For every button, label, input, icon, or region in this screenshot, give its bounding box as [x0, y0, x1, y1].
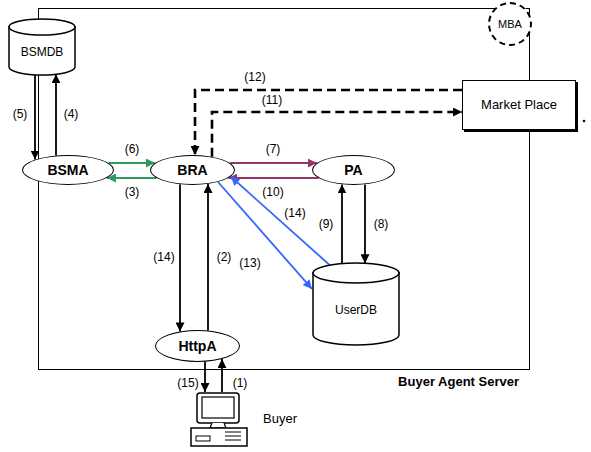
agent-oval: PA — [312, 155, 395, 185]
step-number: (12) — [243, 71, 266, 84]
step-number: (6) — [124, 143, 141, 156]
database-cylinder: UserDB — [312, 262, 400, 346]
message-arrow — [34, 75, 36, 160]
step-number: (11) — [261, 94, 283, 107]
step-number: (8) — [373, 218, 390, 231]
mobile-agent-circle: MBA — [488, 2, 532, 46]
step-number: (9) — [318, 218, 335, 231]
node-label: Buyer — [263, 412, 297, 427]
agent-oval: BRA — [150, 155, 235, 185]
message-arrow — [231, 177, 330, 265]
buyer-computer: Buyer — [185, 392, 255, 448]
network-message-arrow — [212, 112, 462, 157]
step-number: (13) — [238, 257, 261, 270]
network-message-arrow — [195, 90, 462, 155]
message-arrow — [221, 359, 223, 392]
marketplace-box: Market Place — [462, 80, 576, 130]
message-arrow — [228, 177, 318, 179]
step-number: (15) — [176, 377, 199, 390]
step-number: (1) — [232, 377, 249, 390]
message-arrow — [109, 162, 155, 164]
database-cylinder: BSMDB — [8, 18, 76, 76]
step-number: (3) — [124, 186, 141, 199]
message-arrow — [341, 184, 343, 263]
agent-oval: HttpA — [155, 330, 240, 362]
node-label: MBA — [498, 18, 522, 31]
node-label: BSMDB — [21, 46, 64, 60]
server-label: Buyer Agent Server — [398, 375, 519, 390]
message-arrow — [107, 177, 157, 179]
message-arrow — [207, 184, 209, 331]
message-arrow — [364, 184, 366, 263]
step-number: (14) — [283, 207, 306, 220]
step-number: (5) — [12, 108, 29, 121]
agent-oval: BSMA — [22, 155, 114, 185]
message-arrow — [204, 362, 206, 392]
node-label: Market Place — [481, 98, 557, 113]
message-arrow — [55, 74, 57, 155]
step-number: (14) — [152, 251, 175, 264]
stray-dot — [583, 120, 586, 123]
node-label: BSMA — [47, 162, 88, 178]
step-number: (2) — [216, 251, 233, 264]
step-number: (4) — [63, 108, 80, 121]
computer-icon — [185, 392, 255, 448]
node-label: BRA — [177, 162, 207, 178]
node-label: PA — [344, 162, 362, 178]
message-arrow — [230, 162, 317, 164]
step-number: (10) — [261, 186, 284, 199]
step-number: (7) — [265, 143, 282, 156]
node-label: HttpA — [178, 338, 216, 354]
node-label: UserDB — [335, 304, 377, 318]
message-arrow — [179, 184, 181, 331]
